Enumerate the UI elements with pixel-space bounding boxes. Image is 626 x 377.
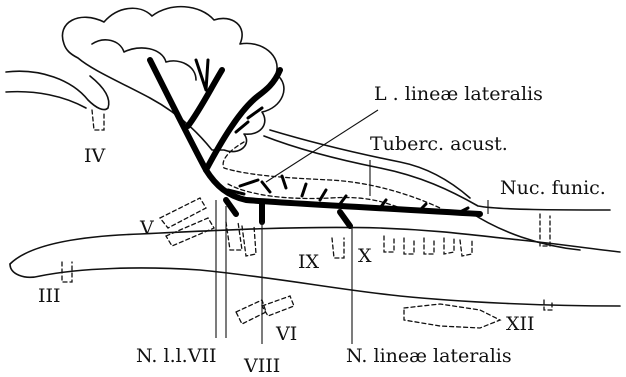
root-x-4	[444, 238, 454, 254]
nerve-upper-branch-tip	[196, 60, 208, 90]
root-x-1	[384, 236, 394, 252]
label-tuberc-acust: Tuberc. acust.	[370, 133, 508, 155]
root-nuc-funic	[540, 214, 550, 246]
label-viii: VIII	[243, 355, 280, 377]
nerve-upper-branch	[188, 70, 222, 126]
root-x-5	[460, 240, 472, 256]
label-iii: III	[38, 285, 61, 307]
label-n-lineae-lateralis: N. lineæ lateralis	[346, 345, 512, 367]
label-n-ll-vii: N. l.l.VII	[136, 345, 216, 367]
root-vi-2	[262, 296, 294, 316]
root-x-2	[404, 238, 414, 254]
root-v-1	[160, 198, 206, 228]
nerve-lateral-branch	[340, 212, 350, 226]
root-vii-a	[226, 222, 242, 250]
cerebellum-inner-fold	[92, 40, 196, 80]
nerve-twig-1	[236, 122, 248, 132]
label-iv: IV	[84, 145, 106, 167]
nerve-vii-branch	[226, 200, 236, 214]
label-x: X	[358, 245, 372, 267]
label-xii: XII	[506, 313, 535, 335]
midbrain-lower-outline	[6, 92, 86, 108]
label-nuc-funic: Nuc. funic.	[500, 177, 606, 199]
label-v: V	[139, 217, 154, 239]
midbrain-outline	[6, 71, 109, 109]
root-vii-b	[242, 226, 256, 256]
root-iv	[92, 110, 104, 130]
nerve-twig-2	[248, 108, 262, 118]
label-l-lineae-lateralis: L . lineæ lateralis	[374, 83, 543, 105]
label-ix: IX	[298, 251, 320, 273]
root-xii	[404, 304, 500, 328]
root-ix	[332, 238, 344, 258]
root-x-3	[424, 238, 434, 254]
label-vi: VI	[275, 323, 297, 345]
nerve-right-branch	[206, 70, 280, 170]
nerve-base-fork	[228, 180, 258, 194]
leader-l-lineae	[266, 110, 378, 182]
